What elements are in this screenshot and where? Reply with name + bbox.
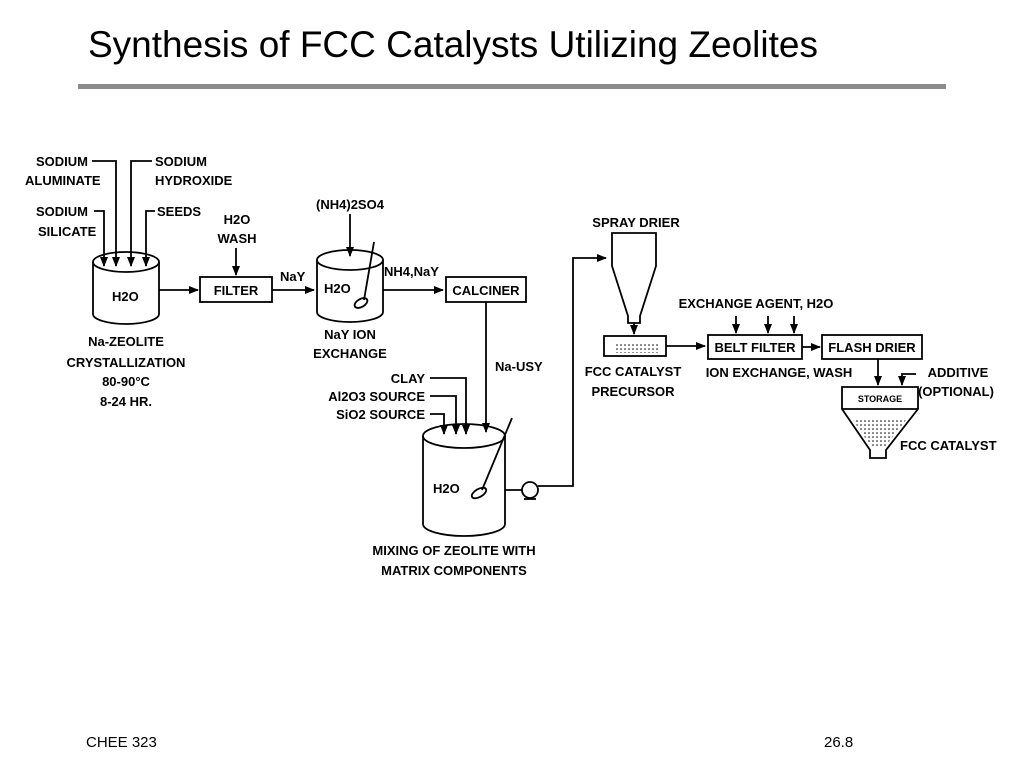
nay-flow-label: NaY — [280, 269, 306, 284]
sodium-hydroxide-label-1: SODIUM — [155, 154, 207, 169]
h2o-wash-label-1: H2O — [224, 212, 251, 227]
crystallizer-tank — [92, 251, 160, 325]
ion-exchange-wash-label: ION EXCHANGE, WASH — [706, 365, 853, 380]
spray-drier-vessel — [611, 232, 657, 324]
ion-exchange-caption-1: NaY ION — [324, 327, 376, 342]
sodium-aluminate-label-1: SODIUM — [36, 154, 88, 169]
mixer-agitator-icon — [470, 417, 513, 500]
precursor-caption-1: FCC CATALYST — [585, 364, 682, 379]
precursor-caption-2: PRECURSOR — [591, 384, 675, 399]
clay-line — [430, 377, 470, 435]
storage-hopper — [841, 386, 919, 459]
mixing-caption-2: MATRIX COMPONENTS — [381, 563, 527, 578]
ammonium-nay-flow-label: NH4,NaY — [384, 264, 439, 279]
seeds-line — [142, 210, 155, 267]
flash-drier-box — [821, 334, 923, 360]
pump-to-spray-drier-line — [538, 254, 607, 487]
footer-course: CHEE 323 — [86, 734, 157, 751]
sodium-hydroxide-line — [127, 160, 152, 267]
sodium-aluminate-label-2: ALUMINATE — [25, 173, 101, 188]
pump-icon — [521, 481, 539, 500]
mixing-tank — [422, 423, 506, 537]
mixing-contents-label: H2O — [433, 481, 460, 496]
storage-label: STORAGE — [858, 394, 902, 404]
ion-exchange-caption-2: EXCHANGE — [313, 346, 387, 361]
exchange-agent-label: EXCHANGE AGENT, H2O — [679, 296, 834, 311]
crystallizer-caption-3: 80-90°C — [102, 374, 150, 389]
precursor-powder — [616, 344, 658, 353]
sodium-hydroxide-label-2: HYDROXIDE — [155, 173, 233, 188]
crystallizer-contents-label: H2O — [112, 289, 139, 304]
slide-title: Synthesis of FCC Catalysts Utilizing Zeo… — [88, 24, 818, 65]
crystallizer-caption-2: CRYSTALLIZATION — [67, 355, 186, 370]
sodium-silicate-label-1: SODIUM — [36, 204, 88, 219]
additive-line — [898, 373, 916, 386]
silica-source-label: SiO2 SOURCE — [336, 407, 425, 422]
sodium-silicate-line — [94, 210, 108, 267]
alumina-source-label: Al2O3 SOURCE — [328, 389, 425, 404]
agitator-icon — [353, 241, 375, 309]
ion-exchange-contents-label: H2O — [324, 281, 351, 296]
clay-label: CLAY — [391, 371, 426, 386]
filter-label: FILTER — [214, 283, 259, 298]
fcc-catalyst-label: FCC CATALYST — [900, 438, 997, 453]
spray-drier-label: SPRAY DRIER — [592, 215, 680, 230]
flash-drier-label: FLASH DRIER — [828, 340, 916, 355]
footer-page-number: 26.8 — [824, 734, 854, 751]
silica-line — [430, 413, 448, 435]
belt-filter-label: BELT FILTER — [714, 340, 796, 355]
h2o-wash-label-2: WASH — [218, 231, 257, 246]
additive-label-1: ADDITIVE — [928, 365, 989, 380]
sodium-silicate-label-2: SILICATE — [38, 224, 97, 239]
storage-powder — [853, 420, 906, 448]
crystallizer-caption-4: 8-24 HR. — [100, 394, 152, 409]
mixing-caption-1: MIXING OF ZEOLITE WITH — [372, 543, 535, 558]
additive-label-2: (OPTIONAL) — [918, 384, 994, 399]
calciner-label: CALCINER — [452, 283, 520, 298]
title-rule — [78, 84, 946, 89]
ammonium-sulfate-label: (NH4)2SO4 — [316, 197, 385, 212]
sodium-aluminate-line — [92, 160, 120, 267]
alumina-line — [430, 395, 460, 435]
na-usy-flow-label: Na-USY — [495, 359, 543, 374]
crystallizer-caption-1: Na-ZEOLITE — [88, 334, 164, 349]
seeds-label: SEEDS — [157, 204, 201, 219]
